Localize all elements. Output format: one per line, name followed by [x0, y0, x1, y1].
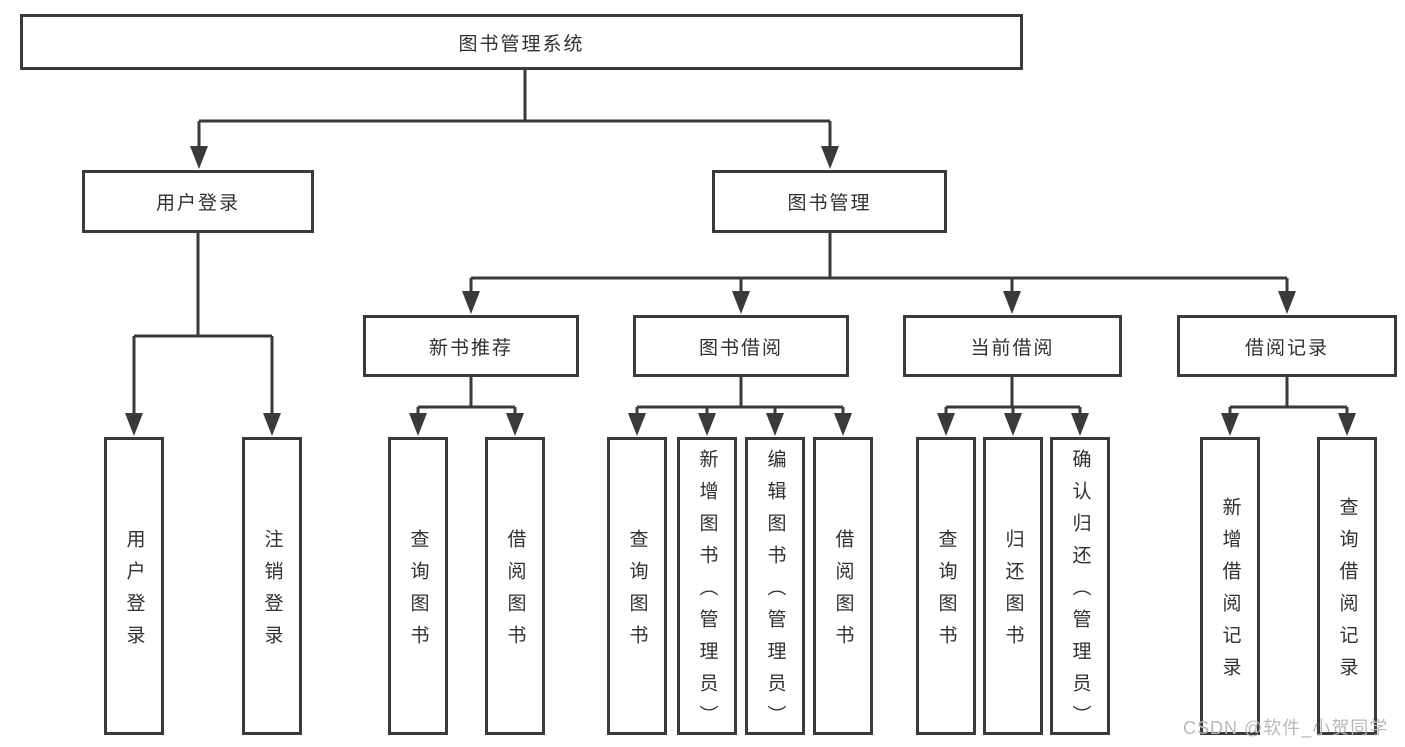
- connector-root-to-level2: [190, 70, 839, 169]
- node-leaf-logout: 注销登录: [242, 437, 302, 735]
- node-library-management-system: 图书管理系统: [20, 14, 1023, 70]
- connector-borrow-records-children: [1221, 377, 1356, 436]
- node-book-borrowing: 图书借阅: [633, 315, 849, 377]
- node-new-book-recommendation: 新书推荐: [363, 315, 579, 377]
- node-leaf-add-books-admin: 新增图书（管理员）: [677, 437, 737, 737]
- connector-user-login-children: [125, 233, 281, 436]
- node-leaf-borrow-books-recommend: 借阅图书: [485, 437, 545, 735]
- connector-book-borrow-children: [628, 377, 852, 436]
- node-current-borrowing: 当前借阅: [903, 315, 1122, 377]
- node-leaf-query-books-current: 查询图书: [916, 437, 976, 735]
- node-borrowing-records: 借阅记录: [1177, 315, 1397, 377]
- node-book-management: 图书管理: [712, 170, 947, 233]
- node-leaf-edit-books-admin: 编辑图书（管理员）: [745, 437, 805, 737]
- connector-new-book-rec-children: [409, 377, 524, 436]
- node-leaf-return-books: 归还图书: [983, 437, 1043, 735]
- node-leaf-add-borrow-record: 新增借阅记录: [1200, 437, 1260, 735]
- connector-book-management-children: [462, 233, 1296, 314]
- connector-current-borrow-children: [937, 377, 1089, 436]
- node-leaf-user-login: 用户登录: [104, 437, 164, 735]
- node-leaf-query-books-borrow: 查询图书: [607, 437, 667, 735]
- node-leaf-query-books-recommend: 查询图书: [388, 437, 448, 735]
- node-leaf-borrow-books: 借阅图书: [813, 437, 873, 735]
- node-leaf-query-borrow-record: 查询借阅记录: [1317, 437, 1377, 735]
- node-user-login: 用户登录: [82, 170, 314, 233]
- csdn-watermark: CSDN @软件_小贺同学: [1183, 718, 1389, 738]
- node-leaf-confirm-return-admin: 确认归还（管理员）: [1050, 437, 1110, 737]
